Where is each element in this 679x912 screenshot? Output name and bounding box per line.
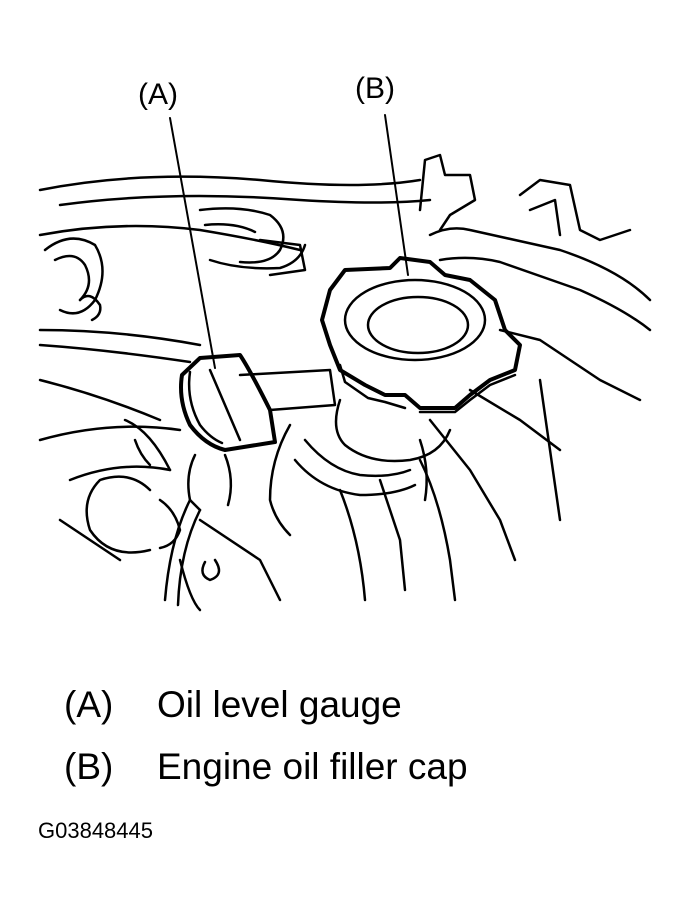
engine-bay-illustration <box>38 114 652 612</box>
legend-row-a: (A) Oil level gauge <box>64 684 402 726</box>
callout-label-a: (A) <box>138 78 178 111</box>
filler-neck-drawing <box>268 398 452 537</box>
oil-filler-cap-drawing <box>320 256 522 414</box>
legend-row-b: (B) Engine oil filler cap <box>64 746 468 788</box>
legend-label: Oil level gauge <box>157 684 402 725</box>
legend-code: (B) <box>64 746 114 787</box>
figure-id: G03848445 <box>38 818 153 843</box>
oil-level-gauge-drawing <box>163 353 337 607</box>
leader-line-b <box>384 114 409 276</box>
background-hoses <box>38 153 652 612</box>
legend-label: Engine oil filler cap <box>157 746 468 787</box>
callout-label-b: (B) <box>355 72 395 105</box>
leader-line-a <box>169 117 216 369</box>
legend-code: (A) <box>64 684 114 725</box>
